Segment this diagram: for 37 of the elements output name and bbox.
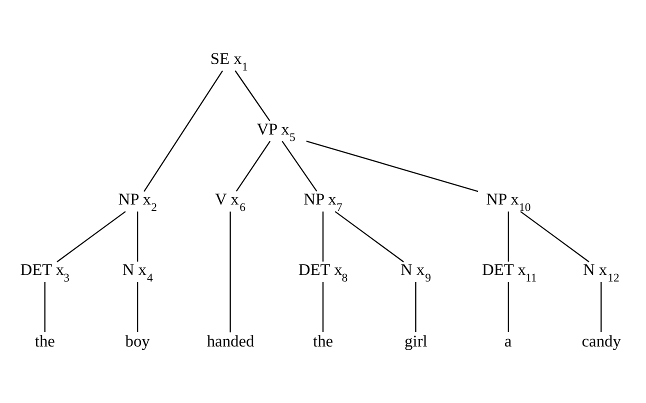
connector: [56, 211, 126, 262]
node-text: girl: [404, 332, 428, 351]
node-text: NP x$_{10}$: [486, 190, 531, 214]
connector: [282, 140, 318, 192]
node-text: DET x$_{11}$: [482, 260, 537, 285]
connector: [306, 140, 478, 192]
node-text: boy: [125, 332, 150, 351]
connector: [322, 282, 324, 332]
connector: [520, 211, 590, 262]
connector: [234, 70, 270, 122]
node-text: the: [313, 332, 334, 351]
connector: [600, 282, 602, 332]
node-text: NP x$_{2}$: [118, 190, 157, 214]
node-text: a: [504, 332, 512, 351]
connector: [144, 70, 224, 192]
connector: [44, 282, 46, 332]
node-text: handed: [206, 332, 254, 351]
node-text: candy: [582, 332, 621, 351]
connector: [334, 211, 404, 262]
connector: [236, 140, 271, 192]
connector: [136, 212, 138, 262]
node-text: DET x$_{8}$: [298, 260, 348, 285]
connector: [230, 212, 231, 332]
node-text: the: [34, 332, 55, 351]
node-text: NP x$_{7}$: [304, 190, 342, 214]
connector: [322, 212, 324, 262]
connector: [136, 282, 138, 332]
node-text: N x$_{4}$: [122, 260, 153, 285]
connector: [415, 282, 416, 332]
node-text: V x$_{6}$: [215, 190, 246, 214]
node-text: DET x$_{3}$: [20, 260, 70, 285]
node-text: N x$_{9}$: [400, 260, 431, 285]
node-text: N x$_{12}$: [582, 260, 620, 285]
connector: [508, 282, 510, 332]
node-text: SE x$_{1}$: [210, 48, 248, 74]
connector: [508, 212, 510, 262]
node-text: VP x$_{5}$: [256, 119, 296, 144]
